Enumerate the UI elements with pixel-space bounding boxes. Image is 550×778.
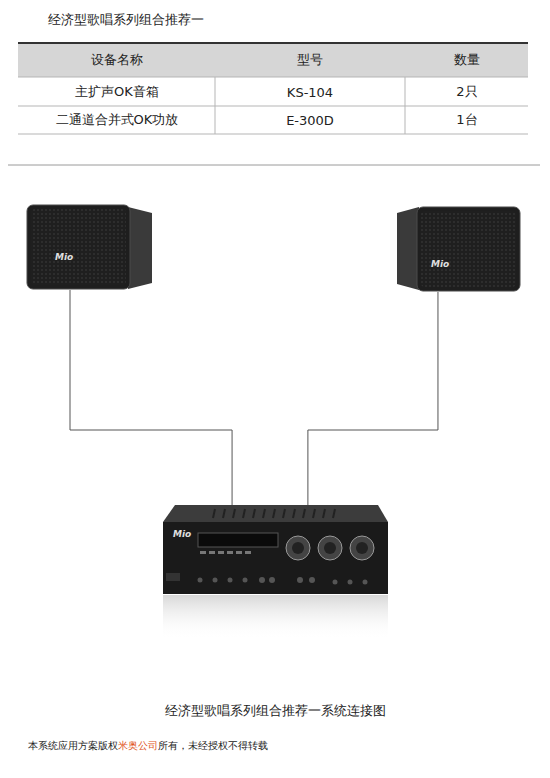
speaker-drawing [397, 207, 520, 291]
table-header: 数量 [454, 51, 480, 69]
copyright-text: 米奥公司 [118, 740, 158, 751]
brand-logo: Mio [173, 529, 191, 539]
table-cell: 主扩声OK音箱 [75, 83, 159, 101]
table-grid [18, 43, 528, 134]
copyright-text: 所有，未经授权不得转载 [158, 740, 268, 751]
table-cell: 2只 [456, 83, 477, 101]
brand-logo: Mio [55, 252, 73, 262]
copyright-note: 本系统应用方案版权米奥公司所有，未经授权不得转载 [28, 739, 268, 753]
table-header: 型号 [297, 51, 323, 69]
amplifier: Mio [163, 505, 388, 595]
table-header: 设备名称 [91, 51, 143, 69]
amplifier-drawing [163, 505, 388, 640]
divider [8, 165, 540, 166]
page-title: 经济型歌唱系列组合推荐一 [48, 11, 204, 29]
brand-logo: Mio [431, 259, 449, 269]
speaker-wire [70, 290, 232, 505]
table-cell: 二通道合并式OK功放 [56, 111, 179, 129]
table-cell: 1台 [456, 111, 477, 129]
table-cell: KS-104 [287, 85, 333, 100]
speaker-drawing [27, 205, 152, 289]
table-cell: E-300D [286, 113, 334, 128]
speaker-wire [308, 292, 438, 505]
speaker: Mio [397, 207, 520, 292]
copyright-text: 本系统应用方案版权 [28, 740, 118, 751]
speaker: Mio [27, 205, 152, 290]
diagram-caption: 经济型歌唱系列组合推荐一系统连接图 [165, 702, 386, 720]
